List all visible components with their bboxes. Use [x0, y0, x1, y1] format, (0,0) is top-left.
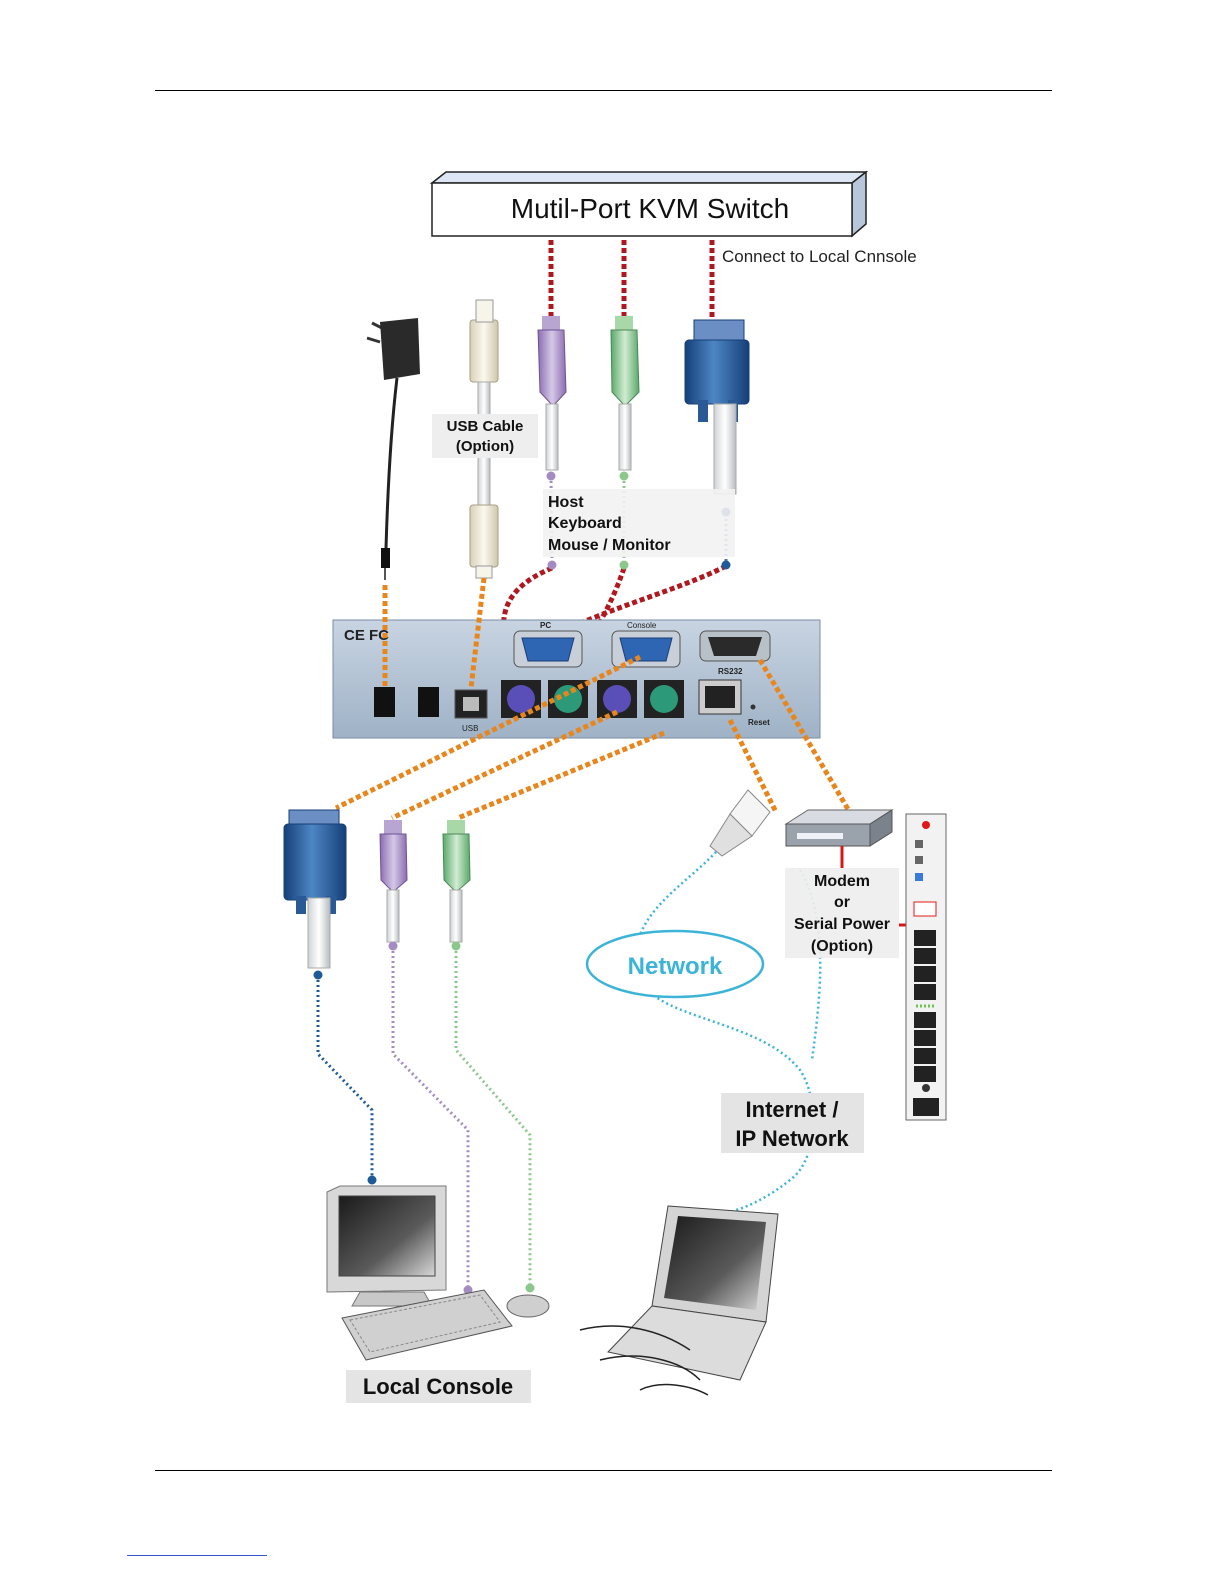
connect-local-label: Connect to Local Cnnsole: [722, 247, 917, 266]
usb-label-line1: USB Cable: [447, 418, 524, 435]
rear-panel: CE FC USB PC Console RS232 Res: [333, 620, 820, 738]
host-label-line1: Host: [548, 494, 584, 511]
local-monitor: [327, 1186, 446, 1306]
usb-label-line2: (Option): [456, 438, 514, 455]
modem-label-line1: Modem: [814, 873, 870, 890]
remote-laptop: [580, 1206, 778, 1395]
pc-port-label: PC: [540, 621, 551, 630]
kvm-switch-box: Mutil-Port KVM Switch: [432, 172, 866, 236]
reset-button: [751, 705, 756, 710]
internet-label-line1: Internet /: [746, 1097, 839, 1122]
modem-label-line2: or: [834, 894, 850, 911]
power-adapter: [367, 318, 420, 580]
network-label: Network: [628, 953, 723, 980]
host-mouse-connector: [611, 316, 639, 470]
local-mouse: [507, 1295, 549, 1317]
modem-device: [786, 810, 892, 868]
host-label-line2: Keyboard: [548, 515, 622, 532]
ethernet-plug: [710, 790, 770, 856]
usb-port-label: USB: [462, 724, 478, 733]
console-port-label: Console: [627, 621, 657, 630]
switch-title: Mutil-Port KVM Switch: [511, 193, 790, 224]
power-jack: [374, 687, 395, 717]
modem-label-line3: Serial Power: [794, 916, 890, 933]
host-vga-connector: [685, 320, 749, 494]
local-keyboard-connector: [380, 820, 407, 942]
local-vga-connector: [284, 810, 346, 968]
console-mouse-to-local-mouse: [458, 733, 664, 818]
ce-fc-marking: CE FC: [344, 627, 389, 644]
modem-label-line4: (Option): [811, 938, 873, 955]
rs232-port-label: RS232: [718, 667, 743, 676]
host-keyboard-connector: [538, 316, 566, 470]
local-console-label: Local Console: [363, 1374, 513, 1399]
internet-label-line2: IP Network: [735, 1126, 849, 1151]
host-label-line3: Mouse / Monitor: [548, 537, 671, 554]
reset-label: Reset: [748, 718, 770, 727]
local-mouse-connector: [443, 820, 470, 942]
serial-power-strip: [906, 814, 946, 1120]
power-switch: [418, 687, 439, 717]
